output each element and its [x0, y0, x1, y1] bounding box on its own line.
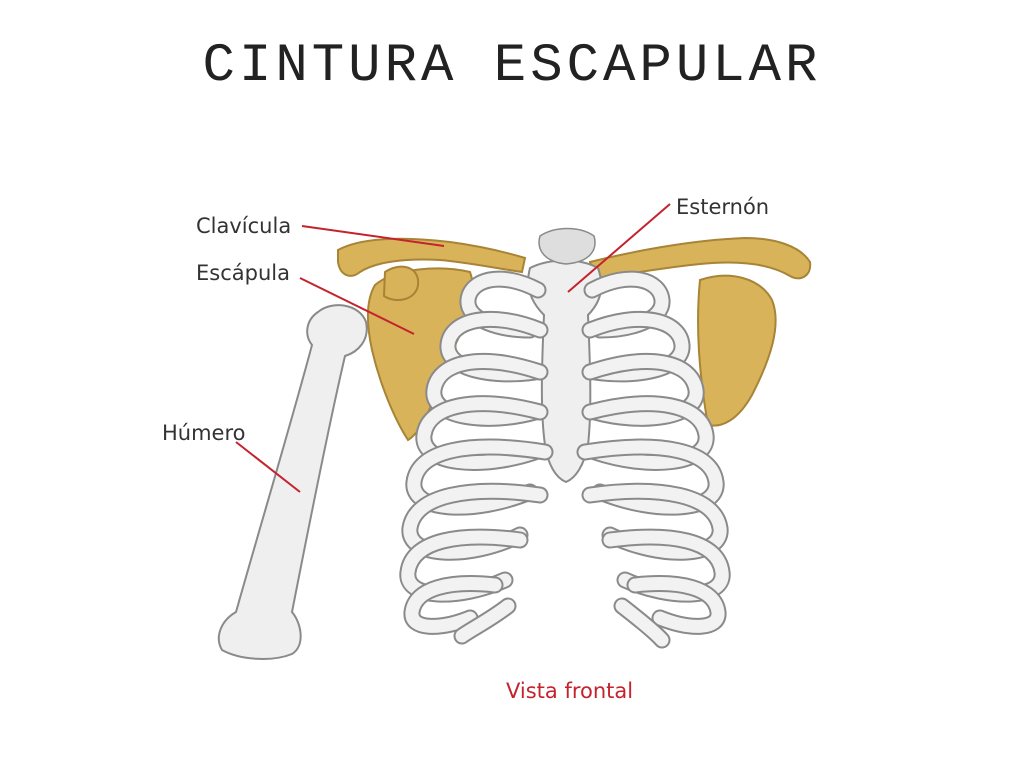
leader-humero	[235, 441, 301, 493]
ribs-left	[399, 270, 554, 645]
leader-escapula	[299, 277, 415, 335]
scapula-right	[697, 274, 777, 427]
slide-title: CINTURA ESCAPULAR	[202, 36, 822, 97]
label-esternon: Esternón	[676, 195, 769, 219]
clavicle-left	[337, 237, 527, 277]
label-escapula: Escápula	[196, 261, 290, 285]
leader-esternon	[567, 203, 671, 293]
humerus	[217, 304, 368, 660]
ribs-right	[576, 270, 731, 649]
leader-clavicula	[301, 225, 445, 247]
label-humero: Húmero	[162, 421, 246, 445]
clavicle-right	[588, 236, 812, 280]
caption-vista-frontal: Vista frontal	[506, 679, 633, 703]
scapula-left-acromion	[382, 265, 420, 301]
label-clavicula: Clavícula	[196, 214, 291, 238]
manubrium-top	[538, 227, 596, 265]
